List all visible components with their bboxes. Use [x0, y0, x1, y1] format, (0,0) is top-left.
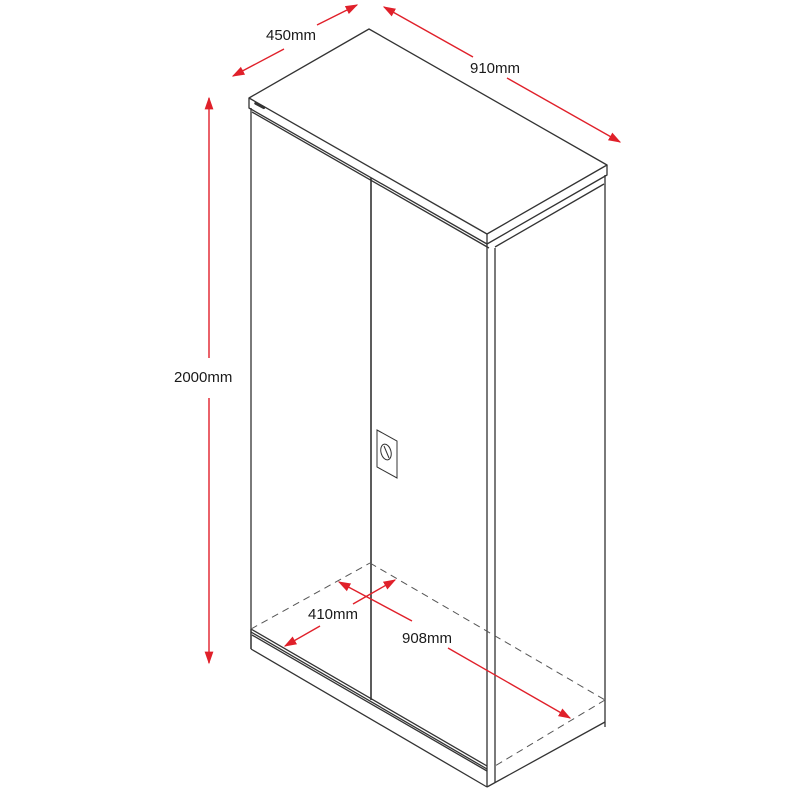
cabinet	[248, 28, 608, 788]
plinth-bottom-front	[250, 648, 488, 788]
top-slab-front	[248, 98, 488, 245]
width-arrow-lower	[506, 77, 622, 143]
internal-width-label: 908mm	[401, 630, 454, 647]
height-label: 2000mm	[173, 369, 234, 386]
depth-arrow-lower	[231, 48, 285, 77]
depth-label: 450mm	[265, 27, 318, 44]
internal-depth-label: 410mm	[307, 606, 360, 623]
depth-arrow-upper	[316, 4, 359, 26]
width-arrow-upper	[382, 6, 474, 58]
plinth-top-front	[250, 628, 488, 767]
internal-width-arrow-lower	[447, 647, 572, 719]
width-label: 910mm	[469, 60, 522, 77]
internal-depth-arrow-upper	[352, 579, 397, 605]
top-slab-side	[486, 165, 608, 245]
plinth-bottom-side	[486, 721, 606, 788]
internal-depth-arrow-lower	[283, 625, 321, 647]
internal-width-arrow-upper	[337, 581, 413, 622]
door-lock	[376, 429, 398, 479]
internal-floor-outline	[250, 562, 606, 767]
cabinet-top	[248, 28, 608, 235]
logo-mark	[254, 101, 266, 110]
